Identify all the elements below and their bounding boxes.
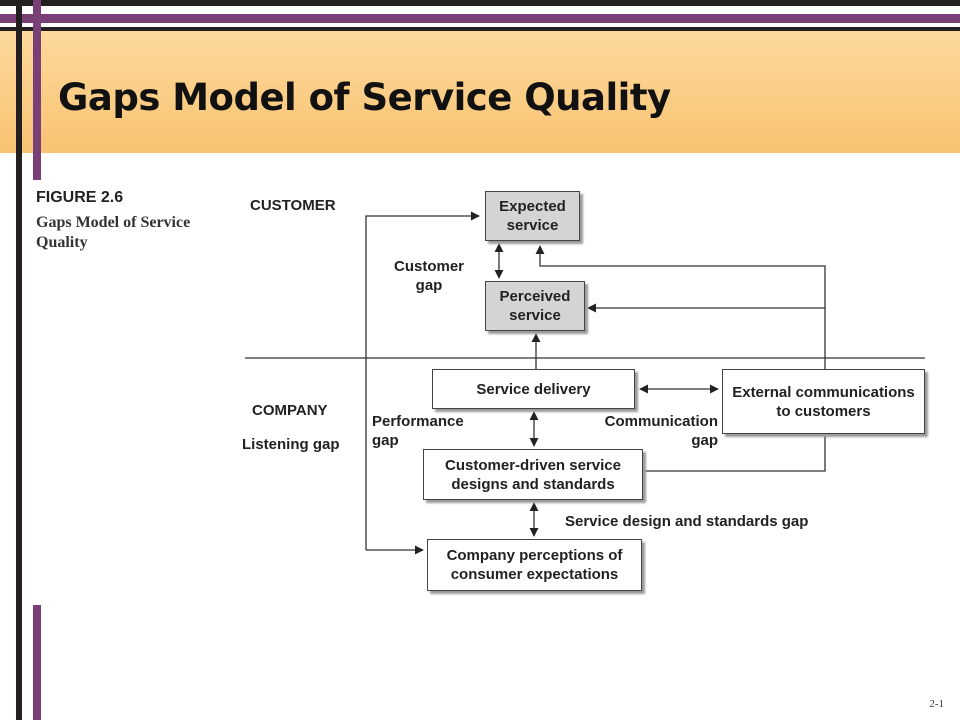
listening-gap-label: Listening gap xyxy=(242,436,340,453)
left-dark-stripe xyxy=(16,0,22,720)
top-dark-stripe-2 xyxy=(0,27,960,31)
page-number: 2-1 xyxy=(929,698,944,710)
performance-gap-label: Performance gap xyxy=(372,413,464,449)
customer-section-label: CUSTOMER xyxy=(250,197,336,214)
external-communications-box: External communications to customers xyxy=(722,369,925,434)
customer-gap-label: Customer gap xyxy=(393,258,464,294)
communication-gap-label: Communication gap xyxy=(604,413,718,449)
customer-driven-designs-box: Customer-driven service designs and stan… xyxy=(423,449,643,500)
perceived-service-box: Perceived service xyxy=(485,281,585,331)
left-purple-stripe-top xyxy=(33,0,41,180)
top-dark-stripe xyxy=(0,0,960,6)
top-purple-stripe xyxy=(0,14,960,23)
figure-number: FIGURE 2.6 xyxy=(36,189,124,206)
expected-service-box: Expected service xyxy=(485,191,580,241)
header-band xyxy=(0,31,960,153)
slide-title: Gaps Model of Service Quality xyxy=(58,76,671,119)
design-to-external-line xyxy=(645,436,826,472)
service-design-gap-label: Service design and standards gap xyxy=(565,513,809,530)
external-to-expected-line xyxy=(535,245,826,370)
left-purple-stripe-bottom xyxy=(33,605,41,720)
figure-caption: Gaps Model of Service Quality xyxy=(36,214,191,251)
company-perceptions-box: Company perceptions of consumer expectat… xyxy=(427,539,642,591)
company-section-label: COMPANY xyxy=(252,402,328,419)
service-delivery-box: Service delivery xyxy=(432,369,635,409)
listening-gap-line xyxy=(365,211,480,550)
